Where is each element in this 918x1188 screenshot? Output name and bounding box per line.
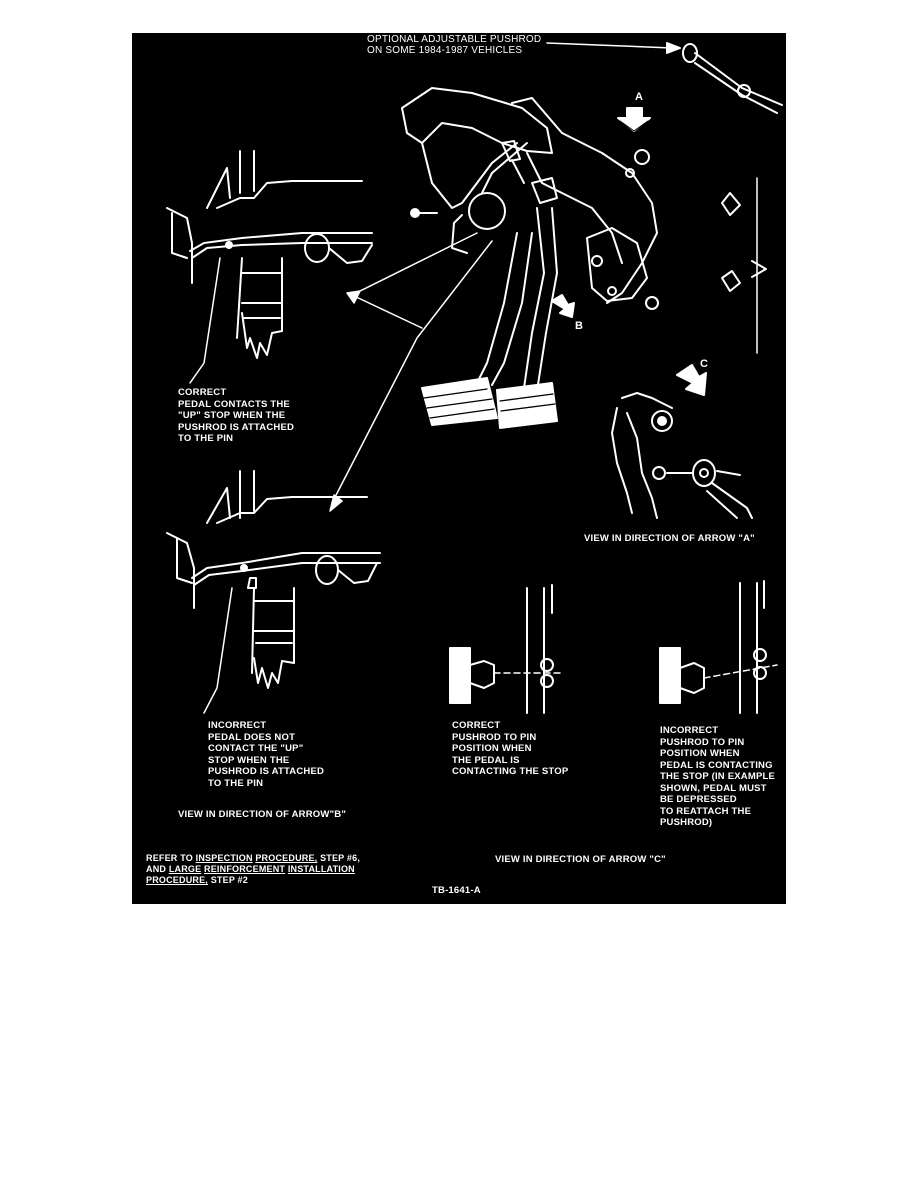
view-a-caption: VIEW IN DIRECTION OF ARROW "A" <box>584 533 755 544</box>
ref-link: PROCEDURE, <box>146 875 209 885</box>
callout-line: OPTIONAL ADJUSTABLE PUSHROD <box>367 34 542 45</box>
caption-line: STOP WHEN THE <box>208 754 290 766</box>
caption-line: INCORRECT <box>208 720 267 731</box>
caption-line: PUSHROD IS ATTACHED <box>178 421 295 433</box>
caption-line: POSITION WHEN <box>452 743 532 754</box>
incorrect-view-c-caption: INCORRECT PUSHROD TO PIN POSITION WHEN P… <box>660 725 775 829</box>
caption-line: TO REATTACH THE <box>660 805 752 817</box>
view-c-caption: VIEW IN DIRECTION OF ARROW "C" <box>495 854 666 865</box>
ref-link: INSPECTION <box>195 853 253 863</box>
arrow-c-shape <box>676 364 707 396</box>
ref-text: REFER TO <box>146 853 196 863</box>
reference-line-1: REFER TO INSPECTION PROCEDURE, STEP #6, <box>146 853 360 864</box>
caption-line: SHOWN, PEDAL MUST <box>660 782 767 794</box>
caption-line: POSITION WHEN <box>660 748 740 759</box>
pedal-arms <box>421 207 558 429</box>
ref-link: REINFORCEMENT <box>204 864 286 874</box>
ref-text: STEP #6, <box>317 853 361 863</box>
diagram-artwork <box>166 42 783 714</box>
leader-arrows <box>329 232 493 512</box>
caption-line: TO THE PIN <box>178 433 234 444</box>
ref-link: PROCEDURE, <box>255 853 318 863</box>
caption-line: PEDAL CONTACTS THE <box>178 398 290 410</box>
caption-line: THE STOP (IN EXAMPLE <box>660 771 776 782</box>
view-b-correct-drawing <box>166 150 373 384</box>
caption-line: PUSHROD IS ATTACHED <box>208 766 325 777</box>
view-c-incorrect-drawing <box>659 580 778 714</box>
caption-line: PUSHROD TO PIN <box>660 736 745 748</box>
arrow-a-shape <box>617 107 651 132</box>
reference-line-2: AND LARGE REINFORCEMENT INSTALLATION <box>146 864 360 875</box>
ref-text: STEP #2 <box>208 875 248 885</box>
reference-line-3: PROCEDURE, STEP #2 <box>146 875 360 886</box>
ref-link: INSTALLATION <box>287 864 355 874</box>
correct-view-c-caption: CORRECT PUSHROD TO PIN POSITION WHEN THE… <box>452 720 568 778</box>
caption-line: PUSHROD TO PIN <box>452 731 537 743</box>
arrow-b-shape <box>551 294 575 318</box>
caption-line: BE DEPRESSED <box>660 794 737 805</box>
callout-line: ON SOME 1984-1987 VEHICLES <box>367 45 523 56</box>
right-wall-hint <box>721 177 767 354</box>
arrow-c-label: C <box>700 358 708 370</box>
view-c-correct-drawing <box>449 584 565 714</box>
optional-pushrod-callout: OPTIONAL ADJUSTABLE PUSHROD ON SOME 1984… <box>367 34 541 56</box>
caption-line: CONTACTING THE STOP <box>452 766 569 777</box>
optional-pushrod-drawing <box>546 42 783 114</box>
caption-line: "UP" STOP WHEN THE <box>178 410 286 421</box>
reference-note: REFER TO INSPECTION PROCEDURE, STEP #6, … <box>146 853 360 886</box>
caption-line: PEDAL DOES NOT <box>208 731 296 743</box>
view-a-detail <box>611 392 753 519</box>
caption-line: CORRECT <box>178 387 227 398</box>
caption-line: INCORRECT <box>660 725 719 736</box>
incorrect-view-b-caption: INCORRECT PEDAL DOES NOT CONTACT THE "UP… <box>208 720 324 789</box>
caption-line: PUSHROD) <box>660 817 713 828</box>
pedal-bracket-assembly <box>401 87 659 310</box>
caption-line: TO THE PIN <box>208 777 264 789</box>
ref-text: AND <box>146 864 169 874</box>
ref-link: LARGE <box>168 864 202 874</box>
correct-view-b-caption: CORRECT PEDAL CONTACTS THE "UP" STOP WHE… <box>178 387 294 445</box>
arrow-a-label: A <box>635 91 643 103</box>
caption-line: THE PEDAL IS <box>452 754 520 766</box>
arrow-b-label: B <box>575 320 583 332</box>
view-b-incorrect-drawing <box>166 470 381 714</box>
view-b-caption: VIEW IN DIRECTION OF ARROW"B" <box>178 809 347 820</box>
pedal-pushrod-diagram: OPTIONAL ADJUSTABLE PUSHROD ON SOME 1984… <box>132 33 786 904</box>
caption-line: CONTACT THE "UP" <box>208 743 304 754</box>
caption-line: CORRECT <box>452 720 501 731</box>
figure-id: TB-1641-A <box>432 885 481 896</box>
caption-line: PEDAL IS CONTACTING <box>660 759 773 771</box>
